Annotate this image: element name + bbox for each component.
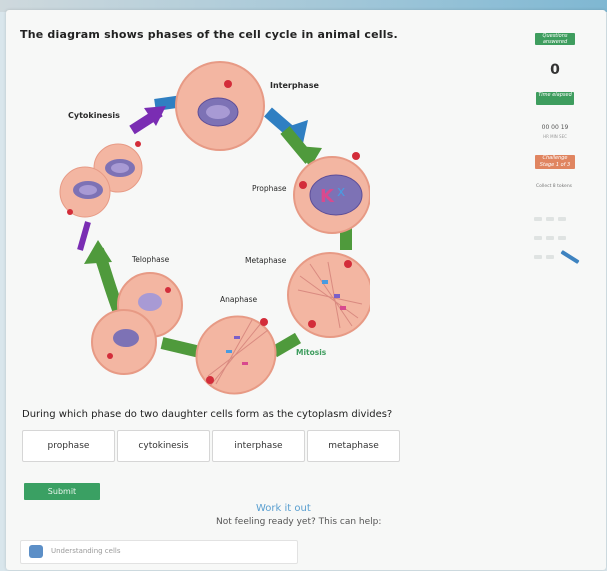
choice-cytokinesis[interactable]: cytokinesis <box>117 430 210 462</box>
choice-prophase[interactable]: prophase <box>22 430 115 462</box>
label-anaphase: Anaphase <box>220 295 257 304</box>
submit-button[interactable]: Submit <box>24 483 100 500</box>
token-slot <box>534 236 542 240</box>
token-slot <box>534 255 542 259</box>
token-slot <box>546 255 554 259</box>
time-elapsed-value: 00 00 19 <box>541 124 569 131</box>
telophase-cell <box>91 272 183 375</box>
time-elapsed-units: HR MIN SEC <box>543 134 567 139</box>
token-slots <box>532 207 578 264</box>
top-band <box>0 0 607 12</box>
token-slot <box>534 217 542 221</box>
anaphase-cell <box>195 315 277 395</box>
svg-text:x: x <box>337 184 345 200</box>
label-interphase: Interphase <box>270 81 319 90</box>
question-text: During which phase do two daughter cells… <box>22 409 393 420</box>
token-slot <box>546 236 554 240</box>
cell-cycle-diagram: K x Interphase Cytok <box>59 61 370 395</box>
label-cytokinesis: Cytokinesis <box>68 111 120 120</box>
collect-tokens-label: Collect 8 tokens <box>535 184 573 189</box>
prophase-cell: K x <box>293 152 370 234</box>
challenge-badge: Challenge Stage 1 of 3 <box>535 155 575 169</box>
svg-text:K: K <box>320 186 335 207</box>
token-slot <box>558 236 566 240</box>
work-it-out-link[interactable]: Work it out <box>256 503 311 514</box>
interphase-cell <box>175 61 265 151</box>
arrow-to-anaphase <box>270 332 302 358</box>
label-prophase: Prophase <box>252 184 287 193</box>
questions-answered-badge: Questions answered <box>535 33 575 45</box>
arrow-to-telophase <box>160 337 202 358</box>
metaphase-cell <box>287 252 370 338</box>
help-resource-label: Understanding cells <box>51 547 121 555</box>
label-telophase: Telophase <box>131 255 170 264</box>
help-text: Not feeling ready yet? This can help: <box>216 517 382 527</box>
questions-answered-count: 0 <box>550 62 560 78</box>
choice-metaphase[interactable]: metaphase <box>307 430 400 462</box>
choice-interphase[interactable]: interphase <box>212 430 305 462</box>
token-slot <box>558 217 566 221</box>
help-resource-card[interactable]: Understanding cells <box>20 540 298 564</box>
label-metaphase: Metaphase <box>245 256 287 265</box>
time-elapsed-badge: Time elapsed <box>536 92 574 105</box>
lesson-icon <box>29 545 43 558</box>
question-prompt: The diagram shows phases of the cell cyc… <box>20 28 398 41</box>
token-slot <box>546 217 554 221</box>
label-mitosis: Mitosis <box>296 348 327 357</box>
cytokinesis-cells <box>59 141 143 218</box>
